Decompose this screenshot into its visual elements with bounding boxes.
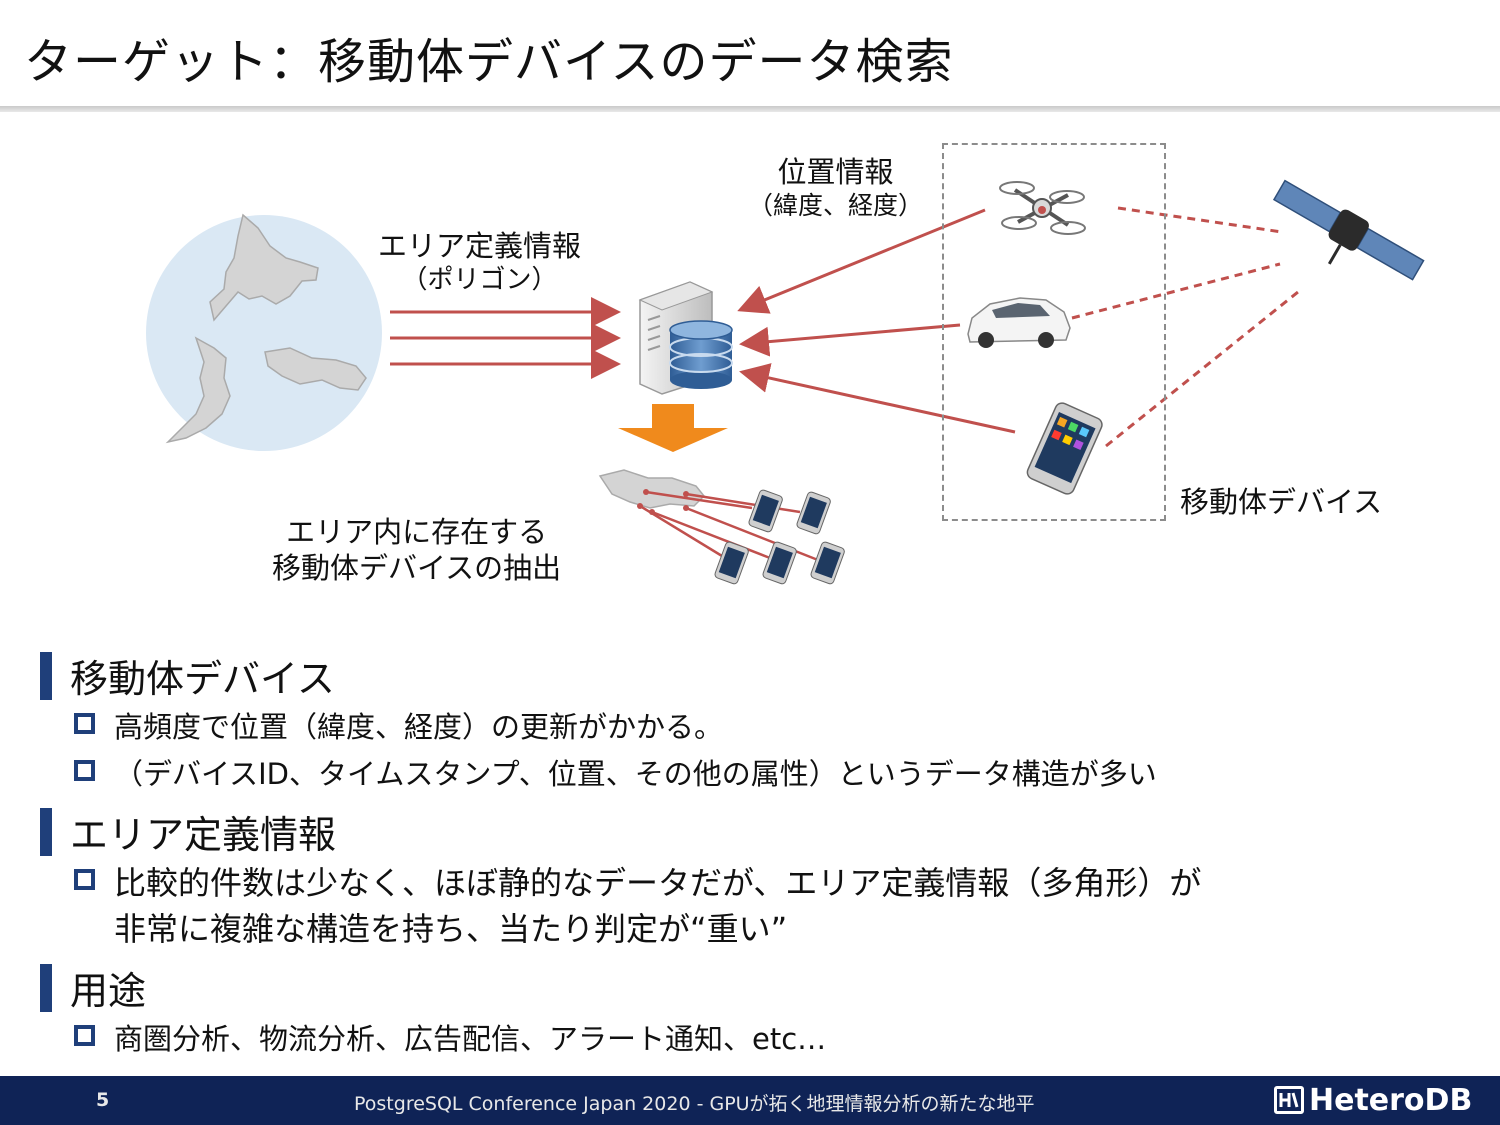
square-bullet-icon	[74, 760, 95, 781]
conference-title: PostgreSQL Conference Japan 2020 - GPUが拓…	[354, 1093, 1035, 1115]
bullet-text: 比較的件数は少なく、ほぼ静的なデータだが、エリア定義情報（多角形）が	[114, 864, 1202, 902]
car-icon	[967, 297, 1071, 348]
extract-label-line2: 移動体デバイスの抽出	[272, 551, 562, 586]
extract-label-line1: エリア内に存在する	[286, 515, 548, 549]
section-bar	[40, 964, 52, 1012]
polygon-arrows	[390, 297, 621, 379]
area-label-line1: エリア定義情報	[378, 229, 582, 263]
mobile-device-group	[942, 143, 1166, 521]
slide-title: ターゲット：移動体デバイスのデータ検索	[24, 34, 954, 90]
satellite-links	[1071, 206, 1299, 448]
section-heading: エリア定義情報	[70, 813, 337, 857]
globe-map-icon	[146, 213, 382, 451]
title-divider	[0, 106, 1500, 112]
smartphone-icon	[1026, 402, 1103, 495]
page-number: 5	[96, 1089, 110, 1111]
logo-mark-icon	[1274, 1086, 1304, 1114]
bullet-text: 非常に複雑な構造を持ち、当たり判定が“重い”	[114, 910, 788, 948]
data-flow-diagram	[146, 179, 1425, 585]
section-heading: 用途	[70, 969, 147, 1013]
satellite-icon	[1272, 179, 1425, 281]
heterodb-logo: HeteroDB	[1274, 1082, 1473, 1118]
section-bar	[40, 652, 52, 700]
slide-footer: 5 PostgreSQL Conference Japan 2020 - GPU…	[0, 1076, 1500, 1125]
bullet-text: 商圏分析、物流分析、広告配信、アラート通知、etc…	[114, 1022, 827, 1056]
square-bullet-icon	[74, 713, 95, 734]
position-label: 位置情報 （緯度、経度）	[748, 154, 923, 222]
bullet-text: （デバイスID、タイムスタンプ、位置、その他の属性）というデータ構造が多い	[114, 757, 1157, 791]
bullet-text: 高頻度で位置（緯度、経度）の更新がかかる。	[114, 710, 724, 744]
database-server-icon	[638, 281, 733, 395]
square-bullet-icon	[74, 1025, 95, 1046]
position-label-line2: （緯度、経度）	[748, 191, 924, 221]
section-heading: 移動体デバイス	[70, 657, 335, 701]
extract-label: エリア内に存在する 移動体デバイスの抽出	[272, 514, 561, 587]
square-bullet-icon	[74, 869, 95, 890]
drone-icon	[999, 181, 1086, 235]
result-arrow-icon	[618, 404, 728, 452]
extraction-map-icon	[598, 469, 845, 585]
section-bar	[40, 808, 52, 856]
position-label-line1: 位置情報	[777, 155, 894, 189]
logo-text: HeteroDB	[1309, 1082, 1473, 1118]
area-label: エリア定義情報 （ポリゴン）	[378, 228, 581, 297]
area-label-line2: （ポリゴン）	[401, 265, 558, 296]
position-arrows	[737, 208, 1016, 434]
mobile-device-label: 移動体デバイス	[1180, 485, 1383, 519]
